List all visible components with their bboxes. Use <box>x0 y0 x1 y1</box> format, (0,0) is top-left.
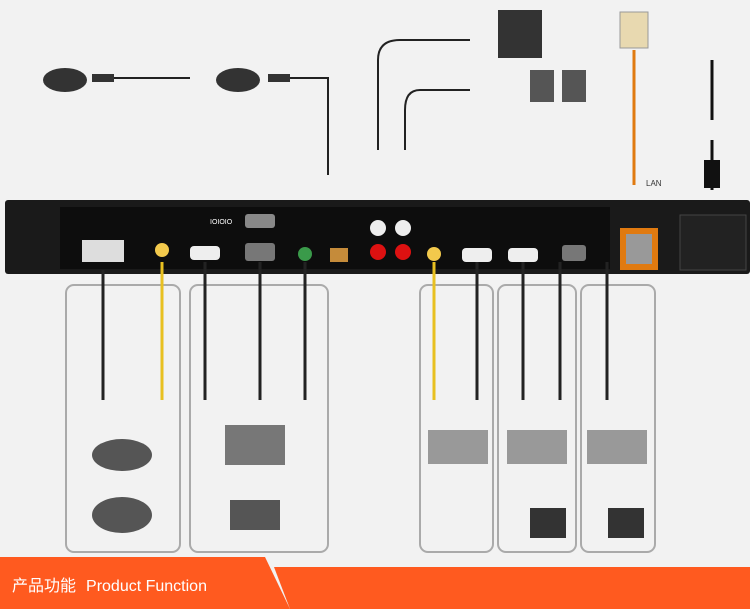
hdmi-in-port <box>190 246 220 260</box>
vga-in-port <box>245 243 275 261</box>
rca-out-red <box>370 244 386 260</box>
laptop-icon <box>225 425 285 465</box>
network-wall-jack-icon <box>619 11 649 49</box>
ethernet-port <box>626 234 652 264</box>
document-camera-icon <box>230 500 280 530</box>
audio-in-port <box>298 247 312 261</box>
lan-label: LAN <box>646 179 662 188</box>
serial-port <box>245 214 275 228</box>
mic-port <box>330 248 348 262</box>
speaker-icon <box>530 70 554 102</box>
audio-cables <box>377 39 470 150</box>
hdmi-out-port <box>462 248 492 262</box>
projector-icon <box>530 508 566 538</box>
ptz-camera-icon <box>92 497 152 533</box>
projector-icon <box>608 508 644 538</box>
hdmi-out-port-2 <box>508 248 538 262</box>
dvi-port <box>82 240 124 262</box>
monitor-icon <box>428 430 488 464</box>
rca-out-white <box>370 220 386 236</box>
microphone-chain <box>43 68 329 175</box>
banner-left <box>0 557 290 609</box>
section-title-en: Product Function <box>86 578 207 595</box>
composite-port <box>155 243 169 257</box>
section-title: 产品功能 Product Function <box>12 572 217 596</box>
power-plug-icon <box>704 160 720 188</box>
peripheral-groups <box>65 284 656 553</box>
vga-out-port <box>562 245 586 261</box>
rca-out-white <box>395 220 411 236</box>
audio-mixer-icon <box>498 10 542 58</box>
ptz-camera-icon <box>92 439 152 471</box>
peripheral-devices <box>92 425 647 538</box>
rca-out-red <box>395 244 411 260</box>
section-title-cn: 产品功能 <box>12 578 77 595</box>
speaker-icon <box>562 70 586 102</box>
power-inlet <box>679 214 747 271</box>
composite-out-port <box>427 247 441 261</box>
serial-port-label: IOIOIO <box>210 219 233 226</box>
output-cables <box>101 262 609 400</box>
monitor-icon <box>587 430 647 464</box>
banner-right <box>274 567 750 609</box>
monitor-icon <box>507 430 567 464</box>
